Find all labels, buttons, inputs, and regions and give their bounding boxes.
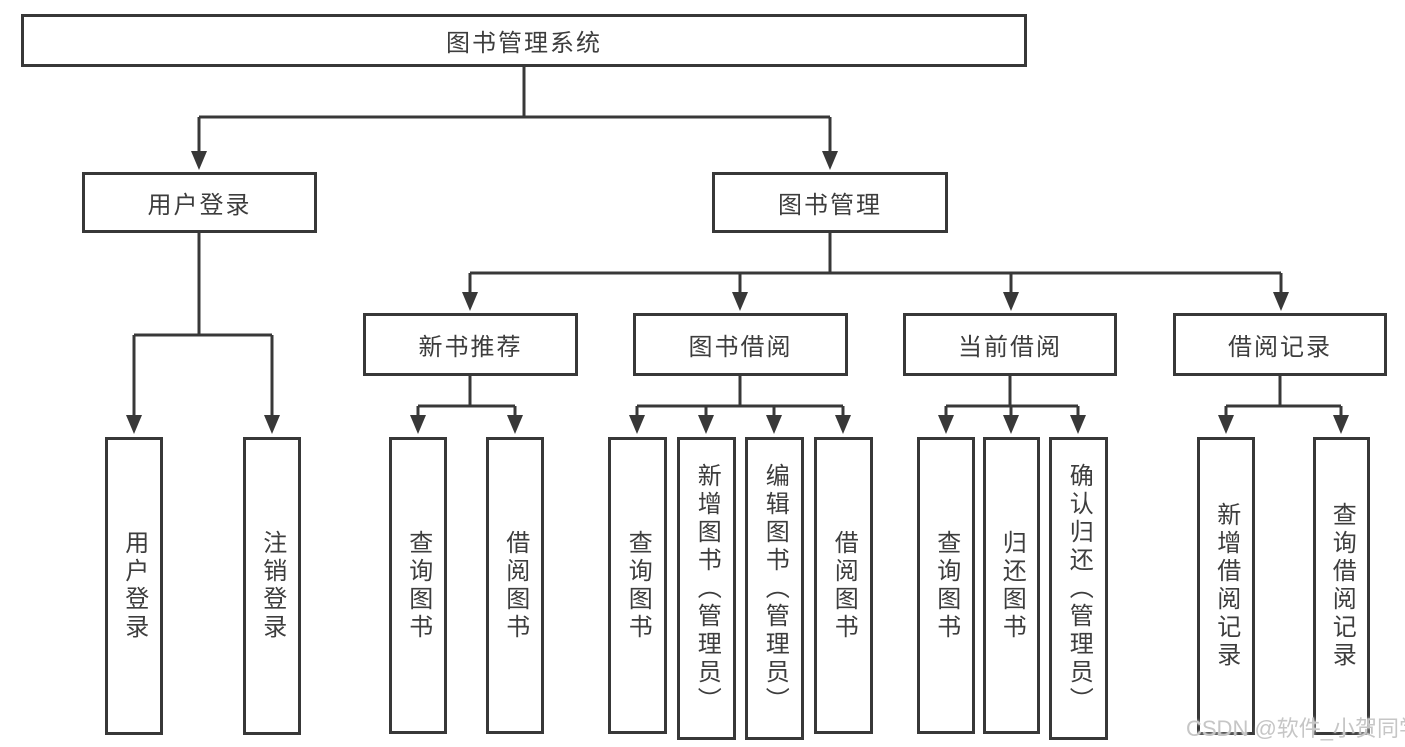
leaf-label: 新增图书（管理员）	[693, 462, 721, 715]
leaf-user-login: 用户登录	[105, 437, 163, 735]
leaf-borrow-books-recommend: 借阅图书	[486, 437, 544, 734]
leaf-confirm-return-admin: 确认归还（管理员）	[1049, 437, 1108, 740]
node-user-login: 用户登录	[82, 172, 317, 233]
node-current-borrowing: 当前借阅	[903, 313, 1117, 376]
leaf-label: 注销登录	[258, 530, 286, 642]
leaf-label: 编辑图书（管理员）	[761, 462, 789, 715]
node-book-borrowing: 图书借阅	[633, 313, 848, 376]
leaf-borrow-books-borrowing: 借阅图书	[814, 437, 873, 734]
leaf-label: 查询借阅记录	[1328, 502, 1356, 670]
connector-paths	[132, 67, 1343, 418]
leaf-label: 新增借阅记录	[1212, 502, 1240, 670]
leaf-label: 归还图书	[998, 529, 1026, 642]
leaf-label: 查询图书	[404, 529, 432, 642]
csdn-watermark: CSDN @软件_小贺同学	[1186, 716, 1405, 741]
leaf-label: 用户登录	[120, 530, 148, 642]
leaf-query-books-current: 查询图书	[917, 437, 975, 734]
leaf-label: 查询图书	[932, 529, 960, 642]
leaf-label: 借阅图书	[501, 529, 529, 642]
leaf-query-borrow-record: 查询借阅记录	[1313, 437, 1370, 735]
node-borrow-records: 借阅记录	[1173, 313, 1387, 376]
arrowheads	[126, 151, 1349, 434]
leaf-add-borrow-record: 新增借阅记录	[1197, 437, 1255, 735]
node-book-management: 图书管理	[712, 172, 948, 233]
leaf-edit-book-admin: 编辑图书（管理员）	[745, 437, 804, 740]
node-library-management-system: 图书管理系统	[21, 14, 1027, 67]
node-new-book-recommendation: 新书推荐	[363, 313, 578, 376]
leaf-return-book: 归还图书	[983, 437, 1040, 734]
leaf-logout: 注销登录	[243, 437, 301, 735]
leaf-label: 借阅图书	[830, 529, 858, 642]
leaf-query-books-borrowing: 查询图书	[608, 437, 667, 734]
leaf-label: 查询图书	[624, 529, 652, 642]
leaf-query-books-recommend: 查询图书	[389, 437, 447, 734]
leaf-add-book-admin: 新增图书（管理员）	[677, 437, 736, 740]
leaf-label: 确认归还（管理员）	[1065, 462, 1093, 715]
